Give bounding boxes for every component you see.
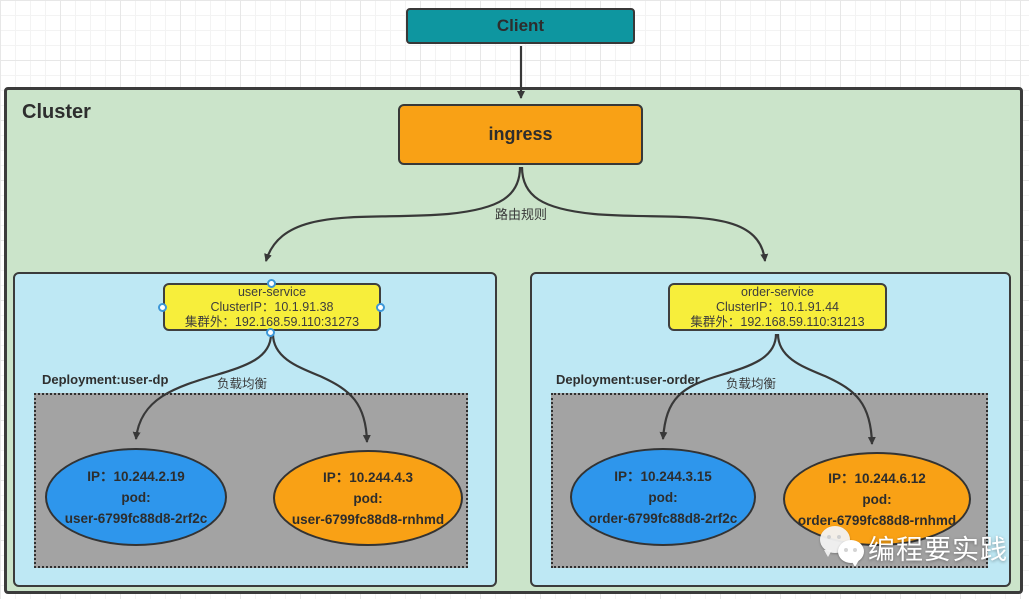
pod-user-orange[interactable]: IP：10.244.4.3 pod: user-6799fc88d8-rnhmd (273, 450, 463, 546)
order-service-node[interactable]: order-service ClusterIP：10.1.91.44 集群外：1… (668, 283, 887, 331)
client-label: Client (496, 16, 545, 35)
route-rule-label: 路由规则 (494, 207, 547, 222)
wechat-icon (818, 524, 868, 570)
pod-name: order-6799fc88d8-2rf2c (588, 510, 738, 526)
order-service-external: 集群外：192.168.59.110:31213 (690, 314, 865, 329)
pod-word: pod: (353, 490, 383, 506)
right-deployment-label: Deployment:user-order (556, 372, 700, 387)
user-service-name: user-service (237, 284, 307, 299)
ingress-label: ingress (488, 124, 553, 144)
connection-handle-right[interactable] (376, 303, 385, 312)
pod-word: pod: (648, 489, 678, 505)
order-service-clusterip: ClusterIP：10.1.91.44 (716, 299, 839, 314)
left-loadbalance-label: 负载均衡 (217, 377, 268, 391)
connection-handle-left[interactable] (158, 303, 167, 312)
watermark: 编程要实践 (818, 524, 1008, 570)
pod-word: pod: (121, 489, 151, 505)
pod-ip: IP：10.244.2.19 (87, 468, 185, 484)
pod-ip: IP：10.244.3.15 (614, 468, 712, 484)
pod-name: user-6799fc88d8-2rf2c (64, 510, 208, 526)
pod-word: pod: (862, 491, 892, 507)
user-service-clusterip: ClusterIP：10.1.91.38 (210, 299, 334, 314)
pod-order-blue[interactable]: IP：10.244.3.15 pod: order-6799fc88d8-2rf… (570, 448, 756, 546)
watermark-text: 编程要实践 (868, 534, 1008, 565)
ingress-node[interactable]: ingress (398, 104, 643, 165)
cluster-label: Cluster (22, 101, 91, 123)
pod-user-blue[interactable]: IP：10.244.2.19 pod: user-6799fc88d8-2rf2… (45, 448, 227, 546)
order-service-name: order-service (741, 284, 814, 299)
left-deployment-label: Deployment:user-dp (42, 372, 169, 387)
user-service-node[interactable]: user-service ClusterIP：10.1.91.38 集群外：19… (163, 283, 381, 331)
connection-handle-bottom[interactable] (266, 328, 275, 337)
pod-order-orange[interactable]: IP：10.244.6.12 pod: order-6799fc88d8-rnh… (783, 452, 971, 546)
pod-name: user-6799fc88d8-rnhmd (291, 511, 445, 527)
connection-handle-top[interactable] (267, 279, 276, 288)
pod-ip: IP：10.244.4.3 (322, 469, 414, 485)
pod-name: order-6799fc88d8-rnhmd (797, 512, 957, 528)
right-loadbalance-label: 负载均衡 (726, 377, 777, 391)
client-node[interactable]: Client (406, 8, 635, 44)
user-service-external: 集群外：192.168.59.110:31273 (184, 314, 360, 329)
pod-ip: IP：10.244.6.12 (828, 470, 926, 486)
